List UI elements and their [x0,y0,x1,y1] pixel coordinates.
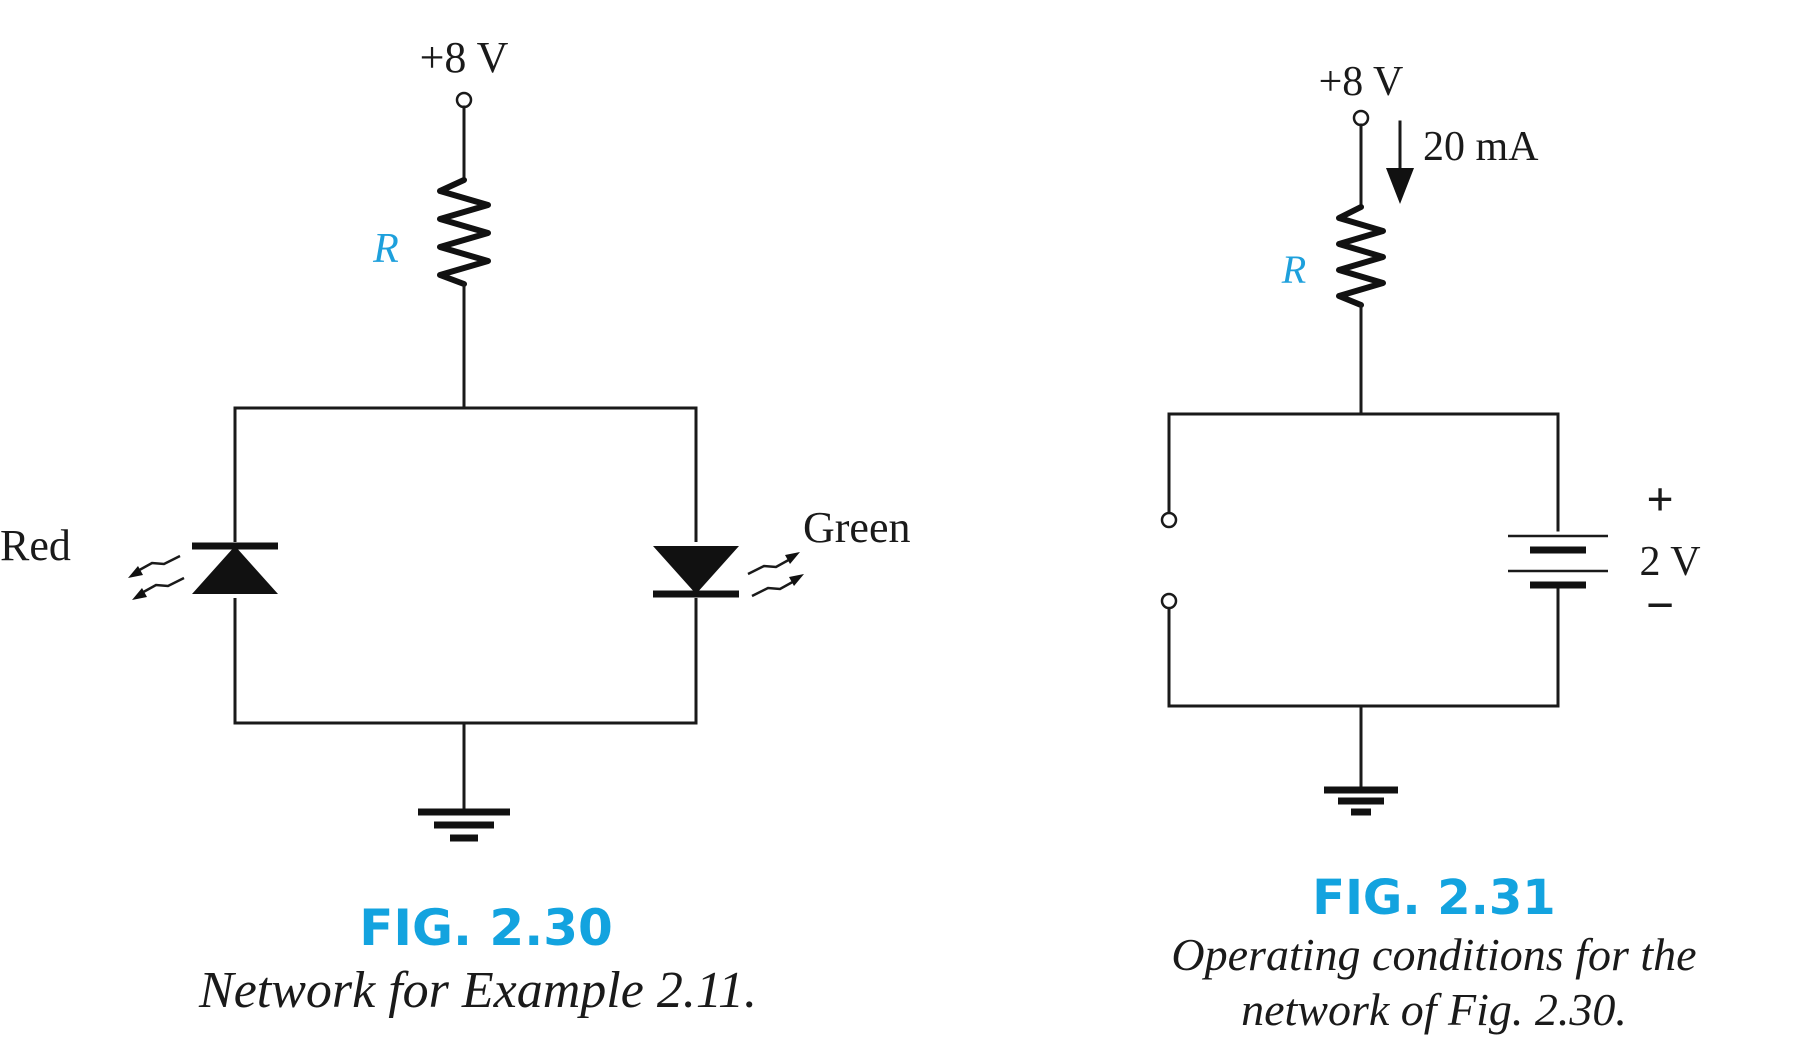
figure-caption-line-2: network of Fig. 2.30. [1241,984,1627,1035]
supply-terminal [1352,109,1370,127]
ground-symbol [1324,786,1398,816]
figure-number: FIG. 2.31 [1312,870,1555,926]
circuit-fig-2-30: +8 V R Red [0,33,911,1019]
red-led-light-arrows [128,554,185,600]
battery-voltage-label: 2 V [1639,539,1700,585]
green-led-light-arrows [747,552,804,598]
figure-caption-line-1: Operating conditions for the [1171,929,1696,980]
supply-terminal [455,91,473,109]
figure-caption: Network for Example 2.11. [198,962,757,1019]
parallel-loop [233,406,698,725]
current-arrow [1386,120,1414,204]
resistor-label: R [1281,247,1306,292]
resistor-symbol [437,177,491,287]
polarity-minus: − [1646,577,1675,633]
red-led-label: Red [0,521,71,570]
battery-symbol [1508,534,1608,589]
resistor-label: R [372,226,399,272]
supply-voltage-label: +8 V [1319,59,1404,105]
green-led-symbol [653,542,804,598]
ground-symbol [418,808,510,842]
open-circuit-terminals [1160,511,1178,610]
supply-voltage-label: +8 V [420,33,509,82]
red-led-symbol [128,542,278,600]
green-led-label: Green [803,503,911,552]
parallel-loop [1167,412,1560,708]
current-label: 20 mA [1423,124,1539,170]
circuit-fig-2-31: +8 V 20 mA R + [1160,59,1701,1035]
polarity-plus: + [1646,473,1673,526]
figure-number: FIG. 2.30 [359,899,613,957]
resistor-symbol [1336,204,1386,308]
